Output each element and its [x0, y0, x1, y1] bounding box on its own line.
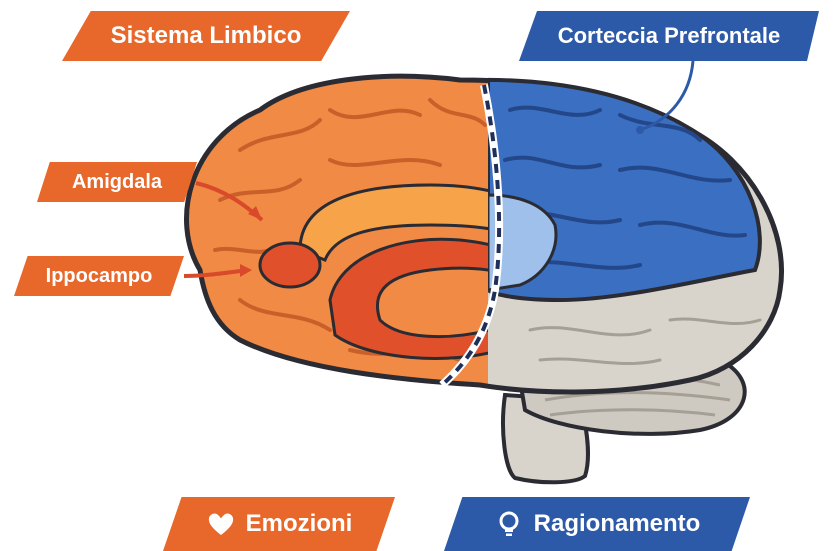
- lightbulb-icon: [494, 509, 524, 539]
- prefrontal-cortex-label: Corteccia Prefrontale: [519, 11, 819, 61]
- emotions-badge: Emozioni: [163, 497, 395, 551]
- prefrontal-cortex-text: Corteccia Prefrontale: [558, 23, 781, 49]
- amygdala-shape: [260, 243, 320, 287]
- heart-icon: [206, 509, 236, 539]
- amygdala-label: Amigdala: [37, 162, 197, 202]
- hippocampus-label: Ippocampo: [14, 256, 184, 296]
- amygdala-text: Amigdala: [72, 171, 162, 194]
- reasoning-text: Ragionamento: [534, 510, 701, 538]
- limbic-system-text: Sistema Limbico: [111, 22, 302, 50]
- emotions-text: Emozioni: [246, 510, 353, 538]
- reasoning-badge: Ragionamento: [444, 497, 750, 551]
- hippocampus-text: Ippocampo: [46, 265, 153, 288]
- limbic-system-label: Sistema Limbico: [62, 11, 350, 61]
